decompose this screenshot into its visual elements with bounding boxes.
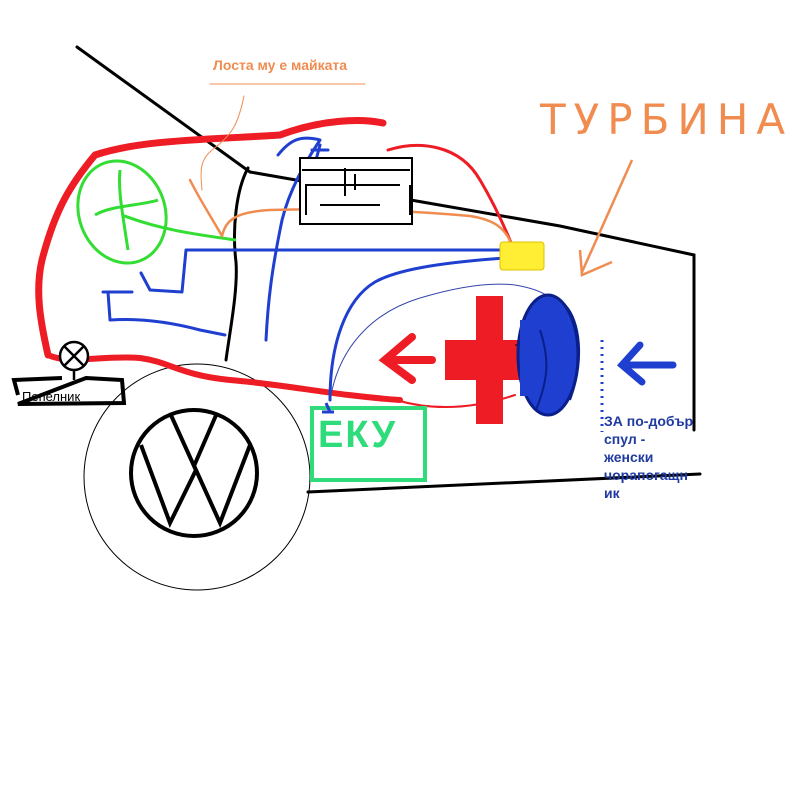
lamp-icon [58, 340, 90, 380]
intake-arrow-icon [616, 341, 677, 386]
steering-wheel [76, 159, 237, 265]
arrow-icon [378, 333, 436, 384]
ashtray-label: Пепелник [22, 389, 81, 404]
battery-icon [299, 157, 413, 225]
ashtray-box [11, 375, 127, 406]
note-line: спул - [604, 431, 646, 447]
note-line: ик [604, 485, 620, 501]
note-line: женски [604, 449, 654, 465]
turbo-unit [445, 293, 580, 424]
mother-label: Лоста му е майката [213, 57, 348, 73]
wheel [83, 363, 311, 591]
vw-logo-icon [129, 408, 259, 538]
red-wiring [35, 117, 516, 408]
turbine-pointer-arrow [578, 159, 634, 277]
turbine-label: ТУРБИНА [540, 95, 794, 144]
yellow-connector [499, 241, 545, 271]
note-line: чорапогащн [604, 467, 688, 483]
ecu-box [310, 406, 427, 482]
ecu-label: ЕКУ [318, 414, 398, 456]
note-line: ЗА по-добър [604, 413, 694, 429]
spool-note: ЗА по-добър спул - женски чорапогащн ик [604, 412, 734, 502]
